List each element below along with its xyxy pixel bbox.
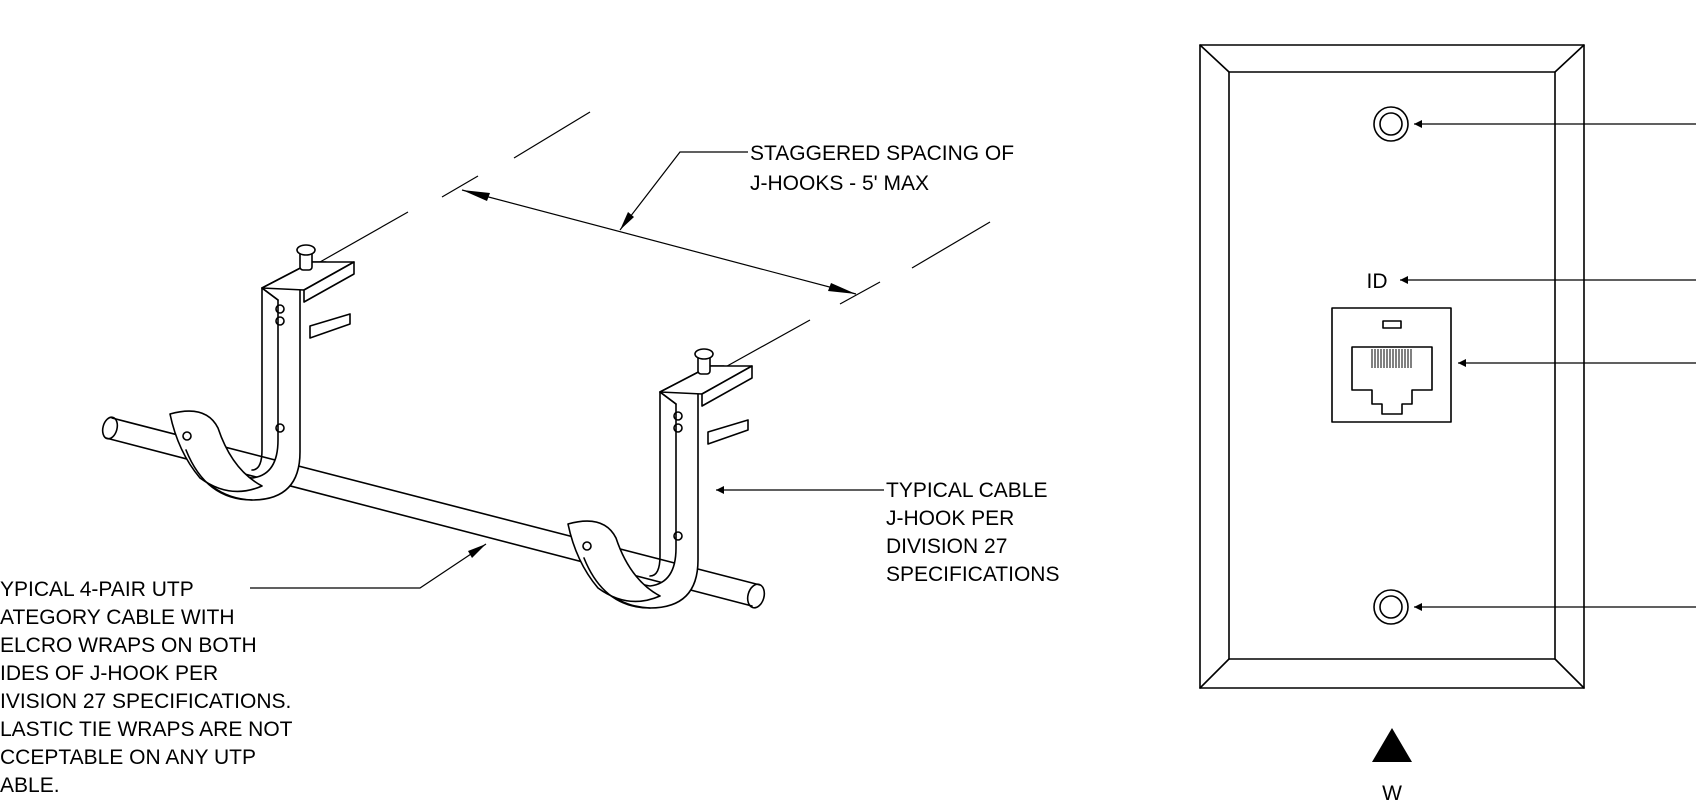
- bottom-screw: [1373, 589, 1409, 625]
- jhook-note: TYPICAL CABLE J-HOOK PER DIVISION 27 SPE…: [886, 479, 1059, 586]
- spacing-dimension-line: [461, 189, 857, 295]
- cable-note-leader: [250, 543, 487, 589]
- jhook-installation-detail: [101, 111, 991, 609]
- view-marker-label: W: [1382, 782, 1402, 805]
- spacing-note-leader: [619, 151, 748, 231]
- cable-note: YPICAL 4-PAIR UTP ATEGORY CABLE WITH ELC…: [0, 578, 298, 797]
- dimension-arrowhead-right: [828, 283, 856, 294]
- faceplate-detail: [1199, 44, 1696, 762]
- jhook-left: [169, 244, 355, 501]
- faceplate-inner: [1228, 71, 1556, 660]
- jhook-right: [567, 348, 753, 609]
- id-label: ID: [1367, 270, 1388, 293]
- view-marker-triangle: [1372, 728, 1412, 762]
- hook-alignment-lines: [319, 111, 991, 371]
- spacing-note: STAGGERED SPACING OF J-HOOKS - 5' MAX: [750, 142, 1020, 195]
- top-screw: [1373, 106, 1409, 142]
- rj45-jack: [1331, 307, 1452, 423]
- faceplate-outer: [1199, 44, 1585, 689]
- dimension-arrowhead-left: [462, 190, 490, 201]
